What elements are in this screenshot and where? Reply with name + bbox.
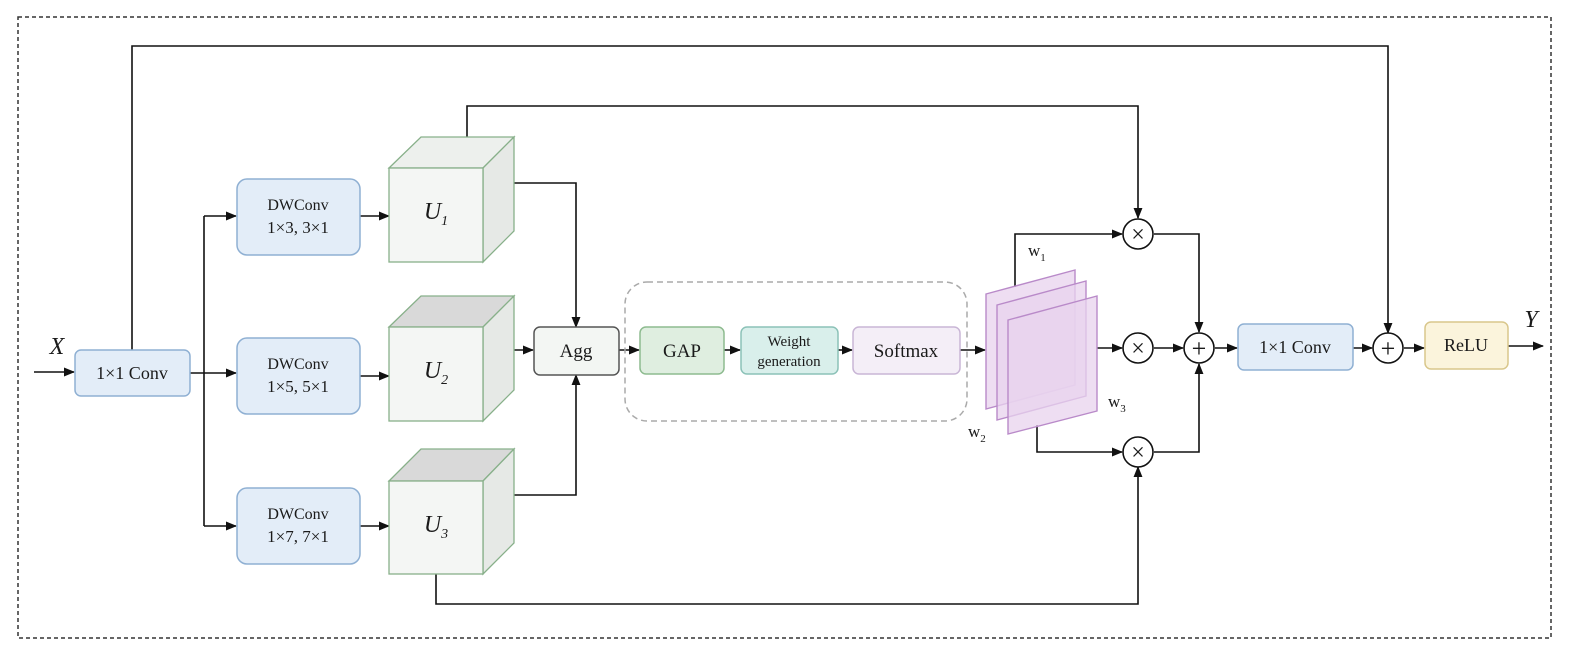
agg-label: Agg: [560, 341, 593, 362]
dwconv-title: DWConv: [267, 506, 328, 523]
dwconv-block-2: DWConv 1×5, 5×1: [236, 337, 361, 415]
skip-connection: [131, 45, 1393, 350]
relu-label: ReLU: [1444, 335, 1488, 355]
feature-cube-u3: U3: [387, 447, 516, 576]
conv-out-label: 1×1 Conv: [1259, 337, 1331, 357]
w1-letter: w: [1028, 241, 1041, 260]
svg-text:U1: U1: [424, 199, 448, 229]
u1-subscript: 1: [441, 214, 448, 229]
dwconv-kernel: 1×5, 5×1: [267, 377, 329, 396]
attention-group-frame: [624, 281, 968, 422]
w3-subscript: 3: [1120, 403, 1126, 415]
add-symbol: +: [1381, 334, 1396, 363]
u1-letter: U: [424, 199, 443, 225]
dwconv-title: DWConv: [267, 197, 328, 214]
softmax-label: Softmax: [874, 341, 939, 362]
svg-text:w1: w1: [1028, 241, 1046, 264]
weight-generation-block: Weight generation: [740, 326, 839, 375]
multiply-operator-3: ×: [1122, 436, 1154, 468]
feature-cube-u2: U2: [387, 294, 516, 423]
u3-letter: U: [424, 512, 443, 538]
multiply-symbol: ×: [1131, 336, 1145, 362]
mul1-to-sum: [1154, 233, 1204, 334]
feature-cube-u1: U1: [387, 135, 516, 264]
multiply-operator-1: ×: [1122, 218, 1154, 250]
mul3-to-sum: [1154, 362, 1204, 453]
input-label: X: [49, 334, 66, 360]
sum-operator: +: [1183, 332, 1215, 364]
u1-to-agg: [514, 182, 581, 329]
weight-gen-line2: generation: [757, 354, 821, 370]
dwconv-title: DWConv: [267, 356, 328, 373]
multiply-operator-2: ×: [1122, 332, 1154, 364]
conv-out-block: 1×1 Conv: [1237, 323, 1354, 371]
softmax-block: Softmax: [852, 326, 961, 375]
gap-label: GAP: [663, 341, 701, 362]
gap-block: GAP: [639, 326, 725, 375]
w1-subscript: 1: [1040, 252, 1046, 264]
u3-to-agg: [514, 373, 581, 496]
connectors: [34, 45, 1545, 605]
weight-gen-line1: Weight: [768, 334, 812, 350]
svg-text:U3: U3: [424, 512, 448, 542]
w1-to-mul1: [1014, 229, 1124, 287]
svg-text:w2: w2: [968, 422, 986, 445]
dwconv-kernel: 1×7, 7×1: [267, 527, 329, 546]
dwconv-block-3: DWConv 1×7, 7×1: [236, 487, 361, 565]
conv-in-label: 1×1 Conv: [96, 363, 168, 383]
conv-in-block: 1×1 Conv: [74, 349, 191, 397]
output-label: Y: [1524, 307, 1540, 333]
svg-text:w3: w3: [1108, 392, 1126, 415]
u3-bypass: [435, 465, 1143, 605]
multiply-symbol: ×: [1131, 440, 1145, 466]
weight-maps: [985, 269, 1098, 435]
w3-letter: w: [1108, 392, 1121, 411]
dwconv-kernel: 1×3, 3×1: [267, 218, 329, 237]
svg-text:U2: U2: [424, 358, 448, 388]
w2-letter: w: [968, 422, 981, 441]
outer-frame: [17, 16, 1552, 639]
w2-subscript: 2: [980, 433, 986, 445]
u2-letter: U: [424, 358, 443, 384]
relu-block: ReLU: [1424, 321, 1509, 370]
weight-map-3: [1007, 295, 1098, 435]
add-symbol: +: [1192, 334, 1207, 363]
dwconv-block-1: DWConv 1×3, 3×1: [236, 178, 361, 256]
w3-to-mul3: [1036, 425, 1124, 457]
agg-block: Agg: [533, 326, 620, 376]
u1-bypass: [466, 105, 1143, 220]
u2-subscript: 2: [441, 373, 448, 388]
multiply-symbol: ×: [1131, 222, 1145, 248]
u3-subscript: 3: [440, 527, 448, 542]
residual-add-operator: +: [1372, 332, 1404, 364]
